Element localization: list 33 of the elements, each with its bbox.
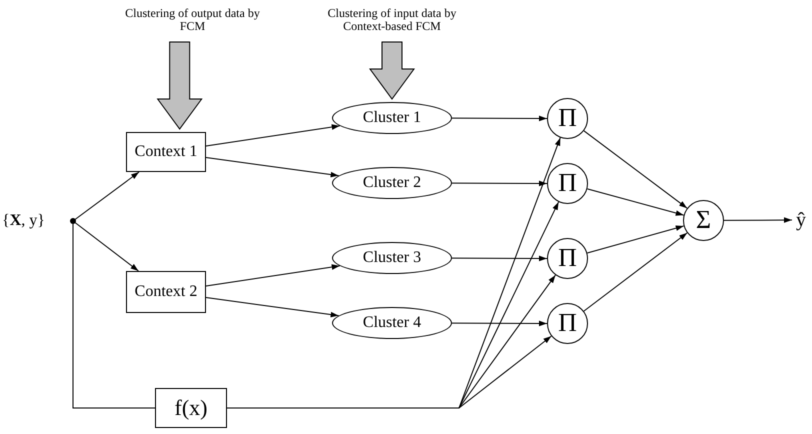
arrow (452, 180, 548, 186)
arrow (724, 217, 792, 223)
arrow (72, 172, 140, 222)
caption-text: Clustering of input data by Context-based FCM (326, 6, 458, 34)
product-node: Π (547, 163, 588, 204)
product-node: Π (547, 238, 588, 279)
arrow (452, 320, 548, 326)
context-box: Context 1 (126, 132, 206, 172)
cluster-ellipse: Cluster 4 (332, 307, 452, 339)
context-box: Context 2 (126, 271, 206, 313)
arrow (206, 296, 340, 318)
arrow (206, 156, 340, 178)
arrow (72, 220, 139, 272)
cluster-ellipse: Cluster 1 (332, 102, 452, 134)
caption-text: Clustering of output data by FCM (125, 6, 260, 34)
sum-node: Σ (683, 200, 724, 241)
block-arrow (156, 42, 203, 130)
cluster-ellipse: Cluster 3 (332, 242, 452, 274)
arrow (452, 256, 548, 262)
input-label: {X, y} (2, 212, 45, 230)
function-box: f(x) (155, 388, 227, 428)
block-arrow (369, 42, 415, 100)
arrow (452, 116, 548, 122)
product-node: Π (547, 98, 588, 139)
arrow (586, 225, 684, 254)
arrow (206, 264, 340, 286)
arrow (583, 232, 688, 312)
arrow (586, 188, 684, 216)
cluster-ellipse: Cluster 2 (332, 167, 452, 199)
output-label: ŷ (796, 209, 806, 231)
product-node: Π (547, 303, 588, 344)
arrow (583, 130, 688, 209)
arrow (206, 124, 340, 146)
